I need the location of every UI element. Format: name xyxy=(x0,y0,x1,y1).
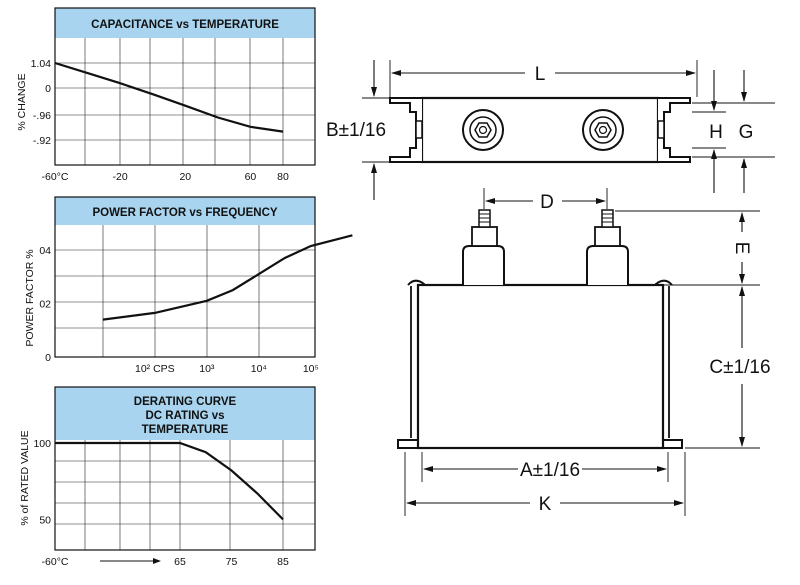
capacitor-top-view: L B±1/16 H G xyxy=(326,60,775,200)
y-tick-label: 1.04 xyxy=(31,58,52,70)
x-tick-label: 65 xyxy=(174,556,186,568)
dimension-label-c: C±1/16 xyxy=(709,357,770,378)
right-bracket-slot xyxy=(657,120,665,139)
chart-title-line-3: TEMPERATURE xyxy=(142,424,229,436)
dimension-label-k: K xyxy=(539,494,552,515)
x-tick-label: 75 xyxy=(226,556,238,568)
y-axis-label: POWER FACTOR % xyxy=(24,249,36,346)
y-tick-label: -.96 xyxy=(33,110,51,122)
y-tick-label: 0 xyxy=(45,352,51,364)
chart-title-band xyxy=(55,197,315,225)
chart-frame xyxy=(54,7,316,166)
x-tick-label: 10⁴ xyxy=(251,363,267,375)
chart-frame xyxy=(54,196,316,358)
capacitor-case xyxy=(416,283,665,450)
x-tick-label: 60 xyxy=(245,171,257,183)
x-tick-label: 10³ xyxy=(199,363,215,375)
chart-title-band xyxy=(55,8,315,38)
terminal-top-view-left xyxy=(462,109,504,151)
dimension-label-l: L xyxy=(535,64,546,85)
terminal-right xyxy=(586,209,629,285)
capacitance-vs-temperature-chart: CAPACITANCE vs TEMPERATURE 1.04 0 -.96 -.92… xyxy=(16,7,316,183)
dimension-label-a: A±1/16 xyxy=(520,460,580,481)
x-tick-label: -60°C xyxy=(42,171,69,183)
dimension-label-b: B±1/16 xyxy=(326,120,386,141)
left-mounting-flange xyxy=(397,279,425,449)
capacitor-front-view: D E C±1/16 A±1/16 K xyxy=(397,188,771,516)
x-tick-label: 80 xyxy=(277,171,289,183)
chart-frame xyxy=(54,386,316,551)
dimension-label-h: H xyxy=(709,122,723,143)
y-tick-label: 0 xyxy=(45,83,51,95)
dimension-label-g: G xyxy=(739,122,754,143)
terminal-top-view-right xyxy=(582,109,624,151)
chart-grid xyxy=(55,440,315,550)
chart-title: CAPACITANCE vs TEMPERATURE xyxy=(91,19,279,31)
chart-grid xyxy=(55,225,315,357)
x-tick-label: -20 xyxy=(113,171,128,183)
left-bracket-slot xyxy=(415,120,423,139)
y-axis-label: % of RATED VALUE xyxy=(19,430,31,525)
chart-title-line-2: DC RATING vs xyxy=(145,410,224,422)
y-tick-label: 02 xyxy=(39,299,51,311)
y-tick-label: 50 xyxy=(39,514,51,526)
y-tick-label: 100 xyxy=(33,438,51,450)
terminal-left xyxy=(462,209,505,285)
x-tick-label: 10⁵ xyxy=(303,363,319,375)
right-mounting-flange xyxy=(655,279,683,449)
chart-title: POWER FACTOR vs FREQUENCY xyxy=(92,207,277,219)
series-line xyxy=(102,234,353,321)
series-line xyxy=(55,441,284,521)
dimension-label-d: D xyxy=(540,192,554,213)
y-tick-label: 04 xyxy=(39,245,51,257)
x-tick-label: 20 xyxy=(179,171,191,183)
x-tick-label: 85 xyxy=(277,556,289,568)
derating-curve-chart: DERATING CURVE DC RATING vs TEMPERATURE … xyxy=(19,386,316,568)
chart-grid xyxy=(55,38,315,165)
series-line xyxy=(54,61,284,133)
chart-title-band xyxy=(55,387,315,440)
x-tick-label: -60°C xyxy=(42,556,69,568)
x-axis-arrowhead xyxy=(153,558,161,564)
y-axis-label: % CHANGE xyxy=(16,73,28,130)
x-tick-label: 10² CPS xyxy=(135,363,175,375)
power-factor-vs-frequency-chart: POWER FACTOR vs FREQUENCY 04 02 0 10² CPS 10… xyxy=(24,196,353,375)
chart-title-line-1: DERATING CURVE xyxy=(134,396,237,408)
dimension-label-e: E xyxy=(731,242,752,255)
y-tick-label: -.92 xyxy=(33,135,51,147)
